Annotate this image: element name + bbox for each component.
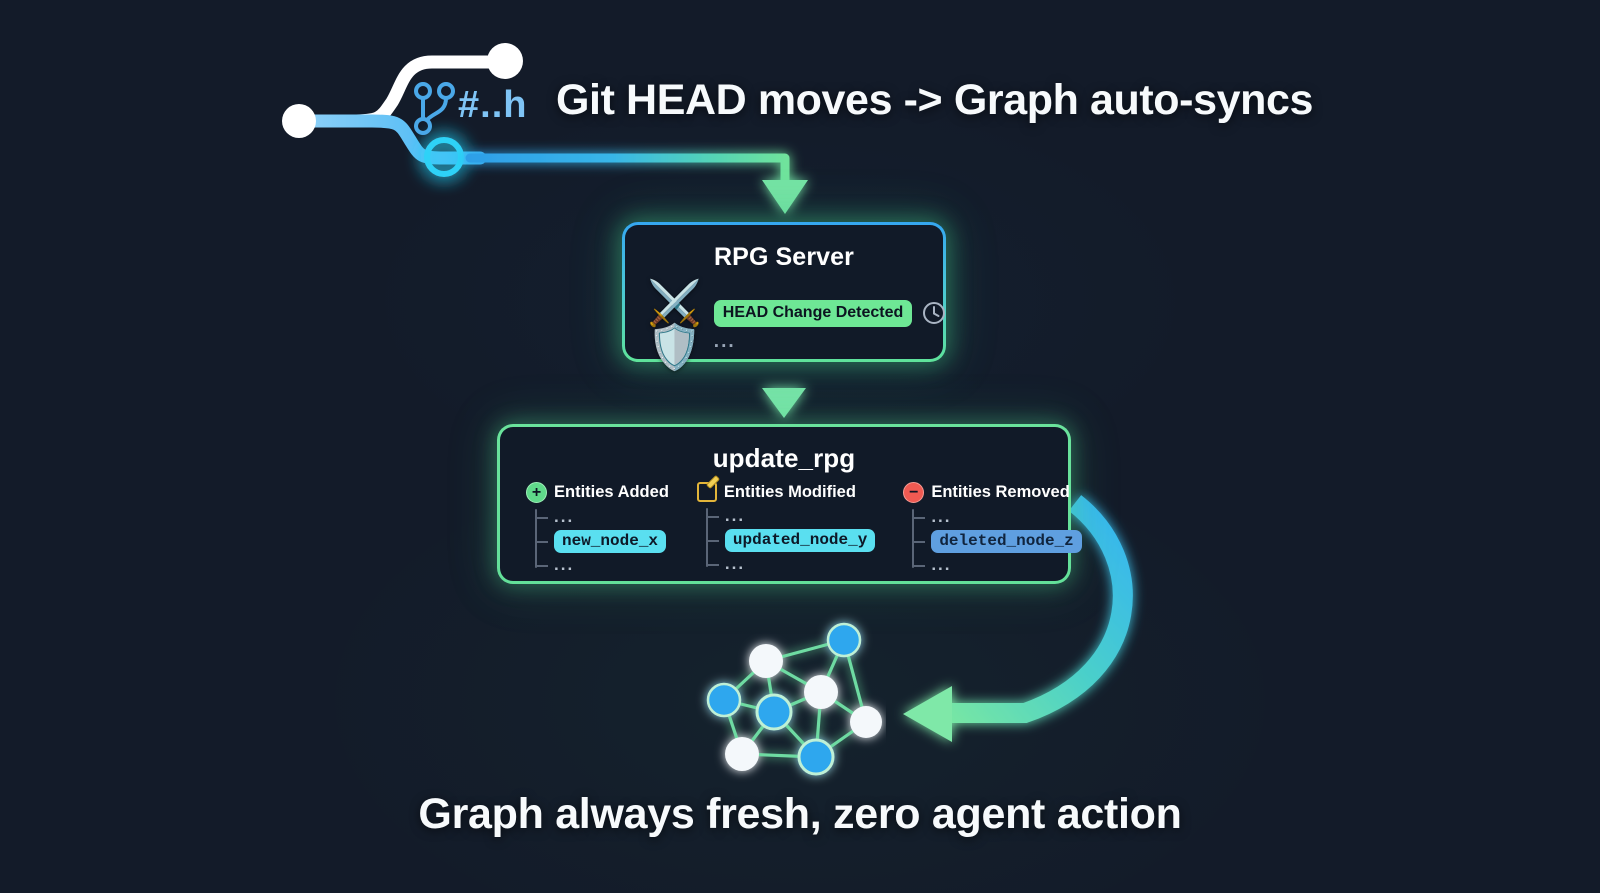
arrow-git-to-rpg-server (465, 153, 808, 214)
ellipsis-top: ... (724, 506, 746, 525)
column-entities-modified: Entities Modified ... updated_node_y ... (696, 482, 876, 576)
graph-node-white (804, 675, 838, 709)
minus-circle-icon: − (903, 482, 925, 503)
git-branch-icon (414, 82, 455, 135)
entity-chip[interactable]: updated_node_y (724, 528, 876, 552)
commit-node-head (424, 137, 464, 177)
graph-node-white (725, 737, 759, 771)
graph-node-blue (755, 693, 793, 731)
update-rpg-title: update_rpg (712, 443, 856, 473)
ellipsis-top: ... (554, 507, 575, 526)
entity-chip[interactable]: new_node_x (554, 529, 667, 553)
column-label: Entities Modified (723, 482, 856, 501)
column-entities-added: + Entities Added ... new_node_x ... (526, 482, 669, 576)
rpg-server-title: RPG Server (714, 243, 854, 271)
rpg-server-ellipsis: ... (713, 330, 736, 352)
status-badge: HEAD Change Detected (713, 299, 913, 327)
ellipsis-bottom: ... (554, 555, 575, 574)
update-rpg-card[interactable]: update_rpg + Entities Added ... new_node… (497, 424, 1082, 584)
commit-node-branch (487, 43, 523, 79)
column-label: Entities Removed (931, 483, 1070, 501)
column-entities-removed: − Entities Removed ... deleted_node_z ..… (903, 482, 1082, 576)
rpg-server-card[interactable]: RPG Server ⚔️🛡️ HEAD Change Detected ... (622, 222, 946, 370)
plus-circle-icon: + (526, 482, 547, 503)
memo-pencil-icon (696, 482, 717, 502)
ellipsis-bottom: ... (724, 554, 746, 573)
graph-node-white (850, 706, 882, 738)
git-hash-label: #..h (458, 84, 528, 126)
footer-caption: Graph always fresh, zero agent action (418, 790, 1182, 838)
git-line-blue (293, 114, 487, 165)
graph-node-blue (826, 622, 862, 658)
graph-node-blue (706, 682, 742, 718)
knowledge-graph-visual (706, 622, 882, 776)
update-rpg-columns: + Entities Added ... new_node_x ... Enti… (500, 482, 1082, 576)
tree-list: ... new_node_x ... (535, 506, 669, 576)
tree-list: ... updated_node_y ... (705, 505, 876, 575)
graph-node-white (749, 644, 783, 678)
entity-chip[interactable]: deleted_node_z (931, 529, 1082, 553)
graph-nodes (706, 622, 882, 776)
tree-list: ... deleted_node_z ... (912, 506, 1082, 576)
ellipsis-bottom: ... (931, 555, 952, 574)
ellipsis-top: ... (931, 507, 952, 526)
clock-icon (923, 302, 946, 324)
page-title: Git HEAD moves -> Graph auto-syncs (556, 76, 1313, 124)
rpg-server-body: ⚔️🛡️ HEAD Change Detected ... (625, 279, 946, 372)
commit-node-main (282, 104, 316, 138)
crossed-swords-shield-icon: ⚔️🛡️ (647, 279, 702, 372)
arrow-rpg-server-to-update-rpg (762, 360, 806, 418)
column-label: Entities Added (554, 483, 669, 501)
graph-node-blue (797, 738, 835, 776)
